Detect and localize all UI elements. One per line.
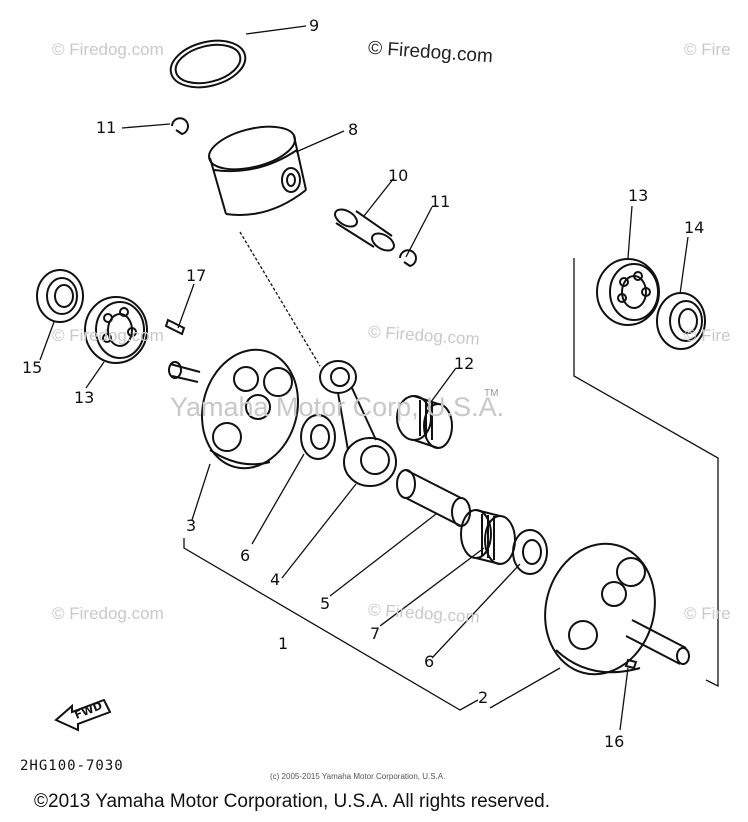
fwd-arrow-icon [54, 698, 112, 732]
washer-left-part[interactable] [300, 414, 336, 460]
washer-right-part[interactable] [512, 529, 548, 575]
callout-8[interactable]: 8 [348, 120, 359, 139]
watermark-site: © Fire [684, 604, 731, 623]
callout-12[interactable]: 12 [454, 354, 475, 373]
callout-6[interactable]: 6 [424, 652, 435, 671]
circlip-left-part[interactable] [171, 117, 189, 136]
callout-5[interactable]: 5 [320, 594, 331, 613]
callout-17[interactable]: 17 [186, 266, 207, 285]
callout-3[interactable]: 3 [186, 516, 197, 535]
callout-4[interactable]: 4 [270, 570, 281, 589]
callout-11[interactable]: 11 [430, 192, 451, 211]
leader-lines [39, 25, 719, 731]
bearing-right-part[interactable] [596, 258, 660, 326]
callout-7[interactable]: 7 [370, 624, 381, 643]
callout-6[interactable]: 6 [240, 546, 251, 565]
oil-seal-left-part[interactable] [36, 269, 84, 323]
circlip-right-part[interactable] [399, 249, 417, 268]
callout-9[interactable]: 9 [309, 16, 320, 35]
callout-16[interactable]: 16 [604, 732, 625, 751]
copyright-notice: ©2013 Yamaha Motor Corporation, U.S.A. A… [34, 791, 550, 812]
callout-13[interactable]: 13 [628, 186, 649, 205]
crank-left-part[interactable] [168, 339, 311, 479]
diagram-code: 2HG100-7030 [20, 758, 124, 774]
oil-seal-right-part[interactable] [656, 292, 706, 350]
key-part[interactable] [164, 318, 186, 336]
callout-1[interactable]: 1 [278, 634, 289, 653]
bearing-left-part[interactable] [84, 296, 148, 364]
callout-13[interactable]: 13 [74, 388, 95, 407]
callout-14[interactable]: 14 [684, 218, 705, 237]
watermark-site: © Fire [684, 326, 731, 345]
watermark-tm: TM [484, 388, 499, 399]
watermark-site: © Firedog.com [52, 326, 164, 345]
callout-11[interactable]: 11 [96, 118, 117, 137]
watermark-site: © Fire [684, 40, 731, 59]
watermark-site: © Firedog.com [52, 604, 164, 623]
crank-pin-part[interactable] [396, 469, 471, 527]
callout-2[interactable]: 2 [478, 688, 489, 707]
piston-ring-part[interactable] [166, 33, 250, 94]
small-copyright: (c) 2005-2015 Yamaha Motor Corporation, … [270, 772, 446, 781]
connecting-rod-part[interactable] [319, 360, 397, 487]
piston-pin-part[interactable] [332, 206, 397, 254]
key-right-part[interactable] [624, 658, 638, 670]
piston-part[interactable] [205, 119, 307, 216]
watermark-site: © Firedog.com [52, 40, 164, 59]
callout-15[interactable]: 15 [22, 358, 43, 377]
crank-right-part[interactable] [531, 531, 690, 686]
watermark-corp: Yamaha Motor Corp, U.S.A. [170, 392, 505, 422]
callout-10[interactable]: 10 [388, 166, 409, 185]
small-end-bearing-part[interactable] [396, 395, 453, 449]
